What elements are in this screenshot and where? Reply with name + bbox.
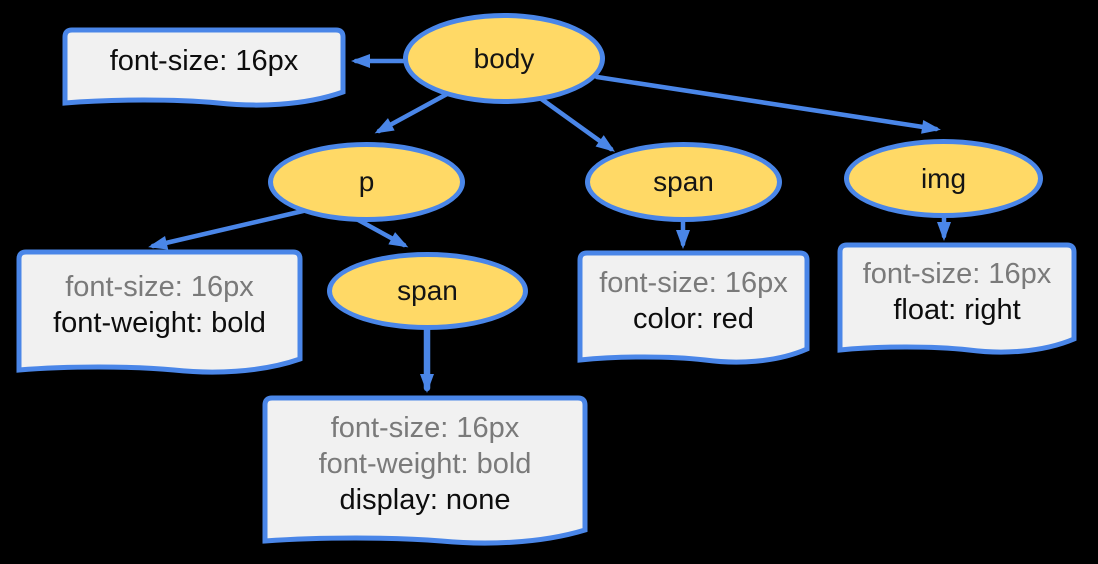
document-shape [262, 395, 588, 546]
css-rule-inherited: font-size: 16px [330, 411, 520, 444]
document-shape [16, 249, 303, 375]
stylebox-body: font-size: 16px [62, 27, 346, 108]
stylebox-span: font-size: 16px color: red [577, 250, 810, 365]
node-label: span [653, 166, 714, 197]
css-rule: display: none [339, 483, 511, 516]
stylebox-p: font-size: 16px font-weight: bold [16, 249, 303, 375]
css-rule: font-weight: bold [53, 307, 266, 339]
document-shape [62, 27, 346, 108]
css-rule-inherited: font-size: 16px [599, 266, 788, 299]
node-label: span [397, 275, 458, 306]
css-rule: font-size: 16px [109, 44, 299, 77]
node-span: span [585, 142, 782, 222]
edge-p-to-stylebox-p [148, 208, 306, 250]
css-rule: float: right [893, 293, 1021, 326]
css-rule-inherited: font-weight: bold [318, 447, 532, 480]
node-img: img [844, 139, 1043, 218]
edge-body-to-img [594, 74, 941, 134]
node-span-child: span [327, 252, 528, 330]
css-rule-inherited: font-size: 16px [65, 271, 254, 303]
node-label: body [473, 42, 535, 74]
css-rule: color: red [633, 302, 754, 335]
css-rule-inherited: font-size: 16px [862, 257, 1052, 290]
document-shape [577, 250, 810, 365]
edge-body-to-span [537, 95, 616, 152]
node-label: img [920, 162, 967, 194]
edge-body-to-p [374, 91, 450, 134]
node-label: p [358, 166, 375, 197]
document-shape [837, 242, 1077, 355]
node-body: body [403, 13, 605, 104]
stylebox-img: font-size: 16px float: right [837, 242, 1077, 355]
node-p: p [268, 142, 465, 222]
stylebox-span-displaynone: font-size: 16px font-weight: bold displa… [262, 395, 588, 546]
